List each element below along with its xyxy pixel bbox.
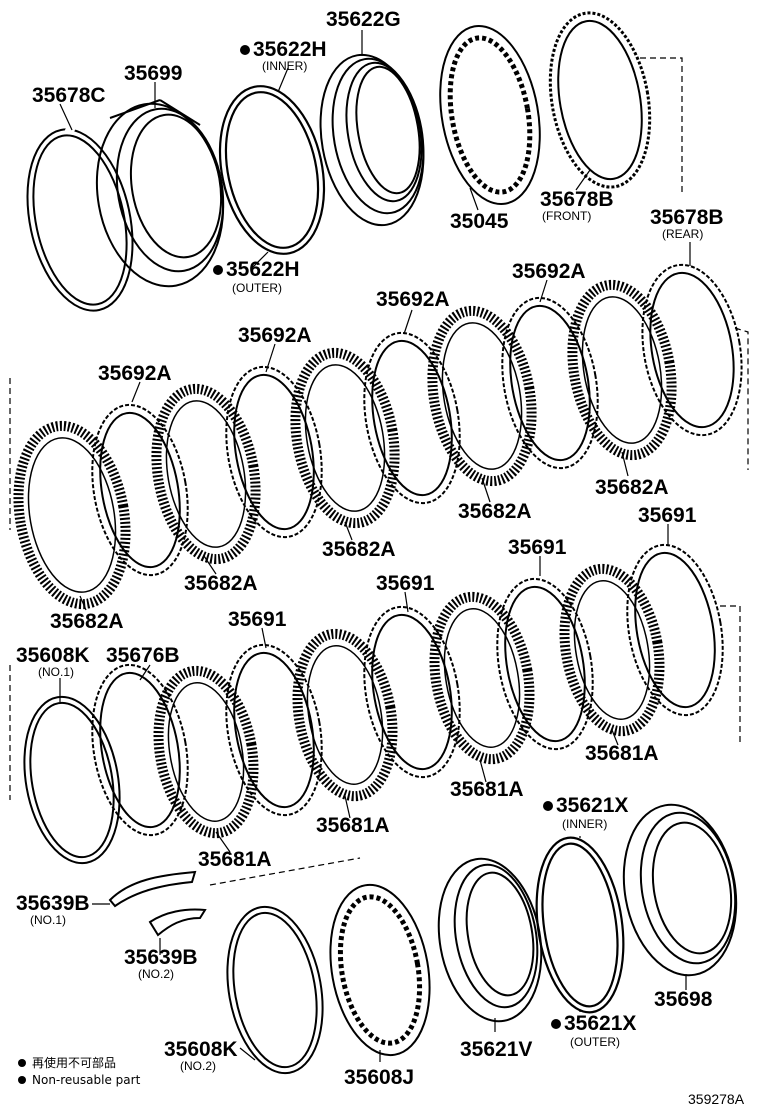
- label-35691: 35691: [638, 504, 697, 527]
- label-front: (FRONT): [542, 209, 591, 223]
- label-no1-a: (NO.1): [38, 665, 74, 679]
- label-35639b-no2: 35639B: [124, 946, 198, 969]
- friction-disc-35682a: [151, 383, 261, 565]
- snap-ring-35608k-no2: [226, 905, 324, 1075]
- o-ring-35621x: [535, 836, 625, 1014]
- steel-plate-35692a: [91, 403, 189, 577]
- clutch-pack-a: [13, 263, 743, 610]
- label-35692a: 35692A: [98, 362, 172, 385]
- label-no2-a: (NO.2): [138, 967, 174, 981]
- label-35678b-rear: 35678B: [650, 206, 724, 229]
- leader-lines: [59, 30, 691, 1062]
- group-boxes: [9, 57, 749, 886]
- label-inner-b: (INNER): [562, 817, 607, 831]
- snap-ring-35608k-no1: [23, 695, 121, 865]
- label-no2-b: (NO.2): [180, 1059, 216, 1073]
- steel-plate-35691: [496, 577, 594, 751]
- label-35698: 35698: [654, 988, 713, 1011]
- o-ring-35622h: [218, 85, 326, 255]
- steel-plate-35691: [363, 605, 461, 779]
- spring-retainer-35045: [439, 24, 541, 206]
- label-35639b-no1: 35639B: [16, 892, 90, 915]
- group-box-top: [640, 57, 683, 196]
- label-35691: 35691: [228, 608, 287, 631]
- plate-35678b-front: [548, 11, 652, 189]
- label-35681a: 35681A: [198, 848, 272, 871]
- friction-disc-35682a: [567, 279, 677, 461]
- friction-disc-35682a: [13, 420, 131, 610]
- label-inner-a: (INNER): [262, 59, 307, 73]
- friction-disc-35681a: [559, 563, 665, 737]
- label-35678c: 35678C: [32, 84, 106, 107]
- label-35681a: 35681A: [450, 778, 524, 801]
- drum-35699: [95, 99, 225, 288]
- label-35621v: 35621V: [460, 1038, 532, 1061]
- group-box-discs-b-right: [720, 605, 741, 745]
- label-35682a: 35682A: [184, 572, 258, 595]
- label-35699: 35699: [124, 62, 182, 85]
- label-35682a: 35682A: [458, 500, 532, 523]
- label-35621x-inner: 35621X: [556, 794, 628, 817]
- label-35692a: 35692A: [376, 288, 450, 311]
- friction-disc-35681a: [292, 628, 398, 802]
- label-no1-b: (NO.1): [30, 913, 66, 927]
- label-35682a: 35682A: [322, 538, 396, 561]
- label-35692a: 35692A: [238, 324, 312, 347]
- non-reusable-mark: [543, 801, 553, 811]
- friction-disc-35682a: [427, 305, 537, 487]
- label-35691: 35691: [376, 572, 435, 595]
- label-35692a: 35692A: [512, 260, 586, 283]
- snap-ring-35678c: [26, 125, 134, 312]
- plate-35676b: [91, 663, 189, 837]
- piston-35621v: [437, 857, 543, 1023]
- group-box-bottom: [209, 857, 361, 886]
- label-35682a: 35682A: [595, 476, 669, 499]
- label-35681a: 35681A: [585, 742, 659, 765]
- label-35045: 35045: [450, 210, 509, 233]
- legend-line-jp: 再使用不可部品: [32, 1055, 116, 1070]
- spring-35639b-no1: [108, 870, 197, 908]
- non-reusable-mark: [240, 45, 250, 55]
- steel-plate-35692a: [225, 365, 323, 539]
- figure-code: 359278A: [688, 1091, 745, 1107]
- label-outer-b: (OUTER): [570, 1035, 620, 1049]
- legend-bullet: [18, 1076, 26, 1084]
- piston-35622g: [319, 53, 425, 227]
- label-35676b: 35676B: [106, 644, 180, 667]
- label-35682a: 35682A: [50, 610, 124, 633]
- non-reusable-mark: [213, 265, 223, 275]
- label-outer-a: (OUTER): [232, 281, 282, 295]
- label-35681a: 35681A: [316, 814, 390, 837]
- label-35622h-outer: 35622H: [226, 258, 300, 281]
- non-reusable-mark: [551, 1019, 561, 1029]
- label-35678b-front: 35678B: [540, 188, 614, 211]
- group-box-discs-a-right: [734, 327, 749, 470]
- label-35608k-no2: 35608K: [164, 1038, 238, 1061]
- clutch-pack-b: [23, 543, 724, 865]
- friction-disc-35681a: [153, 665, 259, 839]
- spring-retainer-35608j: [329, 883, 431, 1057]
- legend: 再使用不可部品 Non-reusable part: [18, 1055, 141, 1087]
- spring-35639b-no2: [148, 908, 207, 937]
- label-35608k-no1: 35608K: [16, 644, 90, 667]
- label-35622h-inner: 35622H: [253, 38, 327, 61]
- part-labels: 35678C 35699 35622H (INNER) 35622G 35045…: [16, 8, 724, 1089]
- label-35622g: 35622G: [326, 8, 401, 31]
- friction-disc-35681a: [429, 591, 535, 765]
- steel-plate-35692a: [363, 331, 461, 505]
- steel-plate-35691: [225, 643, 323, 817]
- legend-bullet: [18, 1059, 26, 1067]
- steel-plate-35691: [626, 543, 724, 717]
- steel-plate-35692a: [501, 296, 599, 470]
- plate-35678b-rear: [641, 263, 743, 437]
- legend-line-en: Non-reusable part: [32, 1073, 141, 1087]
- label-rear: (REAR): [662, 227, 703, 241]
- drum-35698: [622, 803, 738, 977]
- label-35621x-outer: 35621X: [564, 1012, 636, 1035]
- friction-disc-35682a: [290, 347, 400, 529]
- label-35691: 35691: [508, 536, 567, 559]
- label-35608j: 35608J: [344, 1066, 414, 1089]
